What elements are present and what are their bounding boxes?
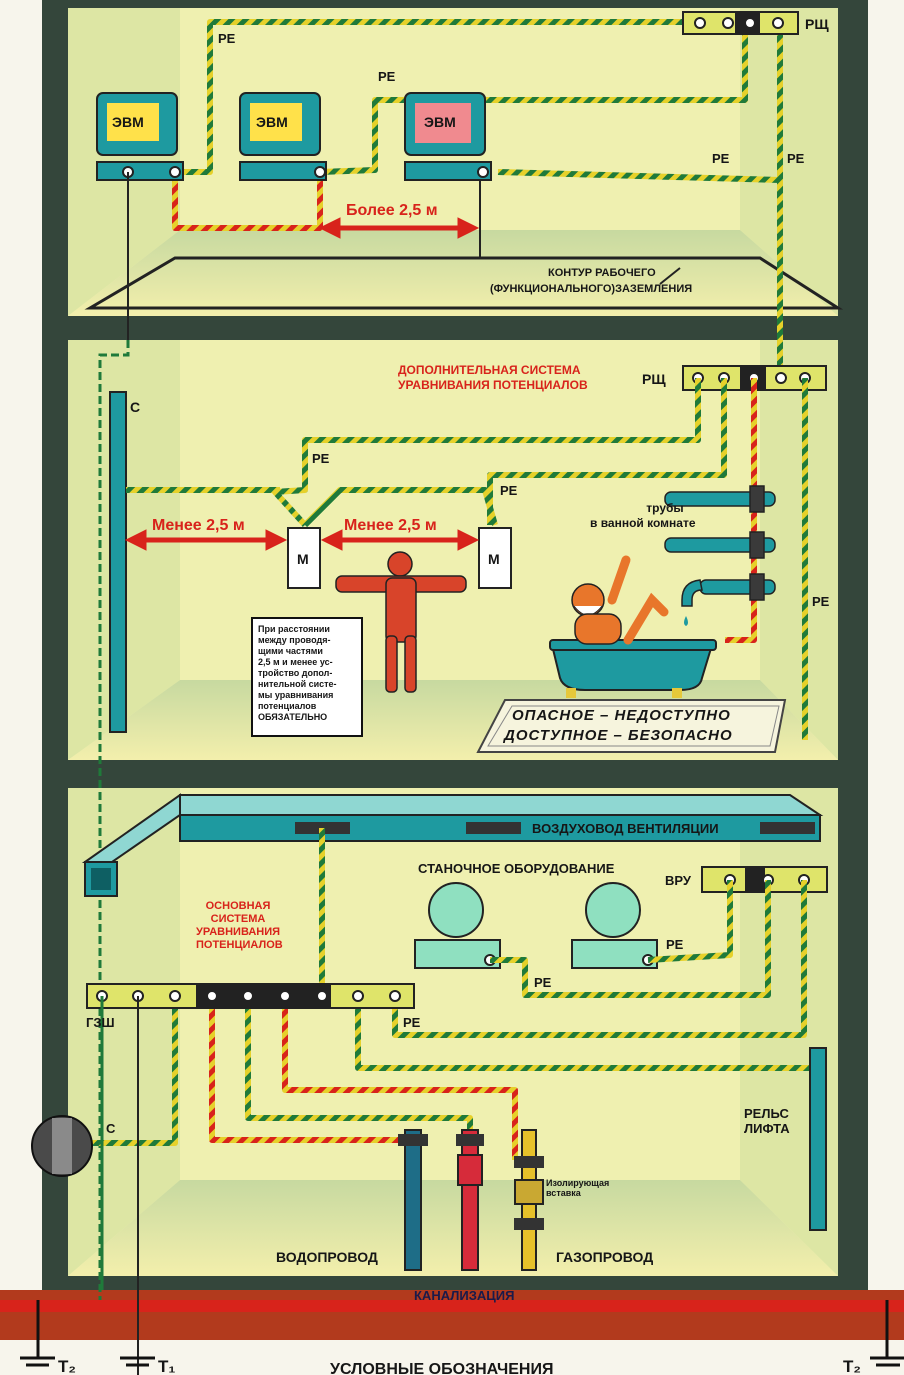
main-system-line: ПОТЕНЦИАЛОВ <box>196 939 283 951</box>
pe-label: PE <box>500 483 518 498</box>
note-line: потенциалов <box>258 701 317 711</box>
note-line: щими частями <box>258 646 323 656</box>
main-system-line: СИСТЕМА <box>210 913 266 925</box>
bathtub-with-man <box>549 555 717 698</box>
distance-arrow-left <box>124 529 288 551</box>
conductive-column <box>109 391 127 733</box>
computer-3 <box>404 92 492 181</box>
rail-label-line: ЛИФТА <box>744 1121 790 1136</box>
panel-label: РЩ <box>805 16 829 32</box>
pe-label: PE <box>218 31 236 46</box>
duct-label: ВОЗДУХОВОД ВЕНТИЛЯЦИИ <box>528 822 723 835</box>
ground-strip <box>0 1290 904 1340</box>
functional-earthing-contour <box>84 256 844 310</box>
metal-part-label: М <box>297 551 309 567</box>
pe-label: PE <box>378 69 396 84</box>
pe-label: PE <box>712 151 730 166</box>
note-line: мы уравнивания <box>258 690 334 700</box>
ground-label-t1: Т₁ <box>158 1357 176 1375</box>
panel-label: РЩ <box>642 371 666 387</box>
pe-label: PE <box>787 151 805 166</box>
note-text: При расстоянии между проводя- щими частя… <box>258 624 337 723</box>
contour-label-2: (ФУНКЦИОНАЛЬНОГО)ЗАЗЕМЛЕНИЯ <box>490 283 693 295</box>
computer-label: ЭВМ <box>424 114 456 130</box>
distance-arrow-right <box>320 529 480 551</box>
metal-part-label: М <box>488 551 500 567</box>
metal-part-left <box>287 527 321 589</box>
main-system-line: ОСНОВНАЯ <box>205 900 271 912</box>
elevator-rail-label: РЕЛЬС ЛИФТА <box>744 1106 790 1136</box>
insulating-line: Изолирующая <box>546 1178 610 1188</box>
note-line: ОБЯЗАТЕЛЬНО <box>258 712 328 722</box>
insulating-line: вставка <box>546 1188 581 1198</box>
rug-text-1: ОПАСНОЕ – НЕДОСТУПНО <box>512 707 731 724</box>
vru-label: ВРУ <box>665 873 691 888</box>
pe-label: PE <box>534 975 552 990</box>
main-system-title: ОСНОВНАЯ СИСТЕМА УРАВНИВАНИЯ ПОТЕНЦИАЛОВ <box>196 900 283 952</box>
distance-arrow-more <box>318 217 480 239</box>
pe-label: PE <box>312 451 330 466</box>
ground-label-t2: Т₂ <box>58 1357 76 1375</box>
computer-label: ЭВМ <box>256 114 288 130</box>
main-system-line: УРАВНИВАНИЯ <box>196 926 281 938</box>
machines-label: СТАНОЧНОЕ ОБОРУДОВАНИЕ <box>418 861 615 876</box>
distance-label-more: Более 2,5 м <box>346 202 438 219</box>
metal-part-right <box>478 527 512 589</box>
distance-label-less-right: Менее 2,5 м <box>344 517 437 534</box>
note-line: При расстоянии <box>258 624 330 634</box>
additional-system-title-1: ДОПОЛНИТЕЛЬНАЯ СИСТЕМА <box>398 363 581 377</box>
rail-label-line: РЕЛЬС <box>744 1106 789 1121</box>
column-label: С <box>130 399 141 415</box>
water-pipe-label: ВОДОПРОВОД <box>276 1249 378 1265</box>
pe-label: PE <box>403 1015 421 1030</box>
additional-system-title-2: УРАВНИВАНИЯ ПОТЕНЦИАЛОВ <box>398 378 588 392</box>
bathroom-pipes <box>664 485 776 607</box>
computer-1 <box>96 92 184 181</box>
elevator-rail <box>809 1047 827 1231</box>
ground-label-t2-right: Т₂ <box>843 1357 861 1375</box>
water-pipe <box>398 1129 428 1271</box>
sewer-label: КАНАЛИЗАЦИЯ <box>414 1288 515 1303</box>
pe-label: PE <box>666 937 684 952</box>
red-pipe <box>456 1129 484 1271</box>
gzsh-label: ГЗШ <box>86 1015 115 1030</box>
pipes-label-1: трубы <box>646 501 684 515</box>
bath-rug <box>476 699 787 753</box>
contour-label-1: КОНТУР РАБОЧЕГО <box>548 267 656 279</box>
pipes-label-2: в ванной комнате <box>590 516 696 530</box>
ground-symbols <box>20 1300 904 1367</box>
note-line: нительной систе- <box>258 679 337 689</box>
note-line: 2,5 м и менее ус- <box>258 657 333 667</box>
computer-2 <box>239 92 327 181</box>
sewer-c-label: С <box>106 1121 116 1136</box>
legend-title: УСЛОВНЫЕ ОБОЗНАЧЕНИЯ <box>330 1361 554 1375</box>
distance-label-less-left: Менее 2,5 м <box>152 517 245 534</box>
person-figure <box>335 551 467 693</box>
ventilation-duct <box>81 793 824 897</box>
computer-label: ЭВМ <box>112 114 144 130</box>
rug-text-2: ДОСТУПНОЕ – БЕЗОПАСНО <box>504 727 733 744</box>
machine-2 <box>571 882 658 969</box>
gas-pipe <box>514 1129 544 1271</box>
note-line: тройство допол- <box>258 668 333 678</box>
pe-label: PE <box>812 594 830 609</box>
insulating-insert-label: Изолирующая вставка <box>546 1178 609 1198</box>
note-box <box>251 617 363 737</box>
note-line: между проводя- <box>258 635 331 645</box>
gas-pipe-label: ГАЗОПРОВОД <box>556 1249 654 1265</box>
